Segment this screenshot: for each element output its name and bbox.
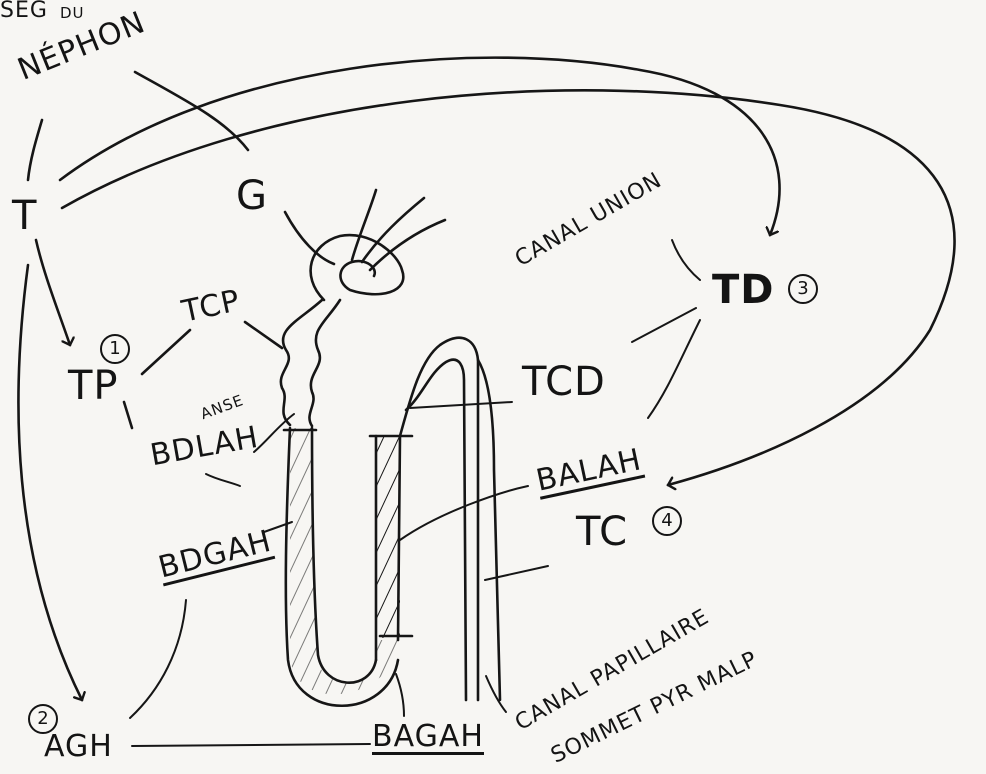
tp-down-line: [122, 400, 134, 430]
efferent-vessel: [360, 196, 426, 264]
descending-limb-inner: [310, 426, 378, 684]
label-bagah: BAGAH: [372, 719, 484, 755]
t-to-agh-arrow: [17, 263, 82, 700]
td-to-tcd-line: [631, 307, 697, 343]
afferent-vessel: [350, 188, 378, 262]
collecting-duct: [476, 358, 502, 702]
pct-inner: [308, 298, 342, 428]
agh-bagah-line: [131, 743, 371, 747]
bagah-pointer: [395, 673, 405, 717]
distal-tubule-inner: [404, 358, 468, 702]
tcp-pointer: [243, 320, 284, 350]
bdlah-pointer: [253, 413, 295, 453]
label-tcd: TCD: [522, 359, 606, 405]
pct-outer: [279, 298, 324, 427]
balah-pointer: [399, 485, 529, 541]
bdgah-pointer: [263, 521, 293, 533]
top-fragment-2: DU: [60, 4, 85, 22]
bdlah-under-1: [205, 473, 241, 487]
tc-pointer: [484, 565, 549, 581]
top-fragment: SEG: [0, 0, 48, 23]
t-to-tp-arrow: [34, 238, 70, 345]
arc-to-tc: [60, 89, 956, 485]
tcd-pointer: [409, 401, 513, 409]
descending-limb-outer: [284, 426, 400, 707]
vessel-3: [368, 218, 447, 272]
step-1-badge: 1: [100, 334, 130, 364]
bowman-capsule: [309, 233, 405, 302]
ascending-limb-right: [396, 434, 402, 642]
step-4-badge: 4: [652, 506, 682, 536]
td-to-canal-line: [671, 239, 701, 281]
tp-to-tcp-line: [140, 328, 192, 376]
label-tp: TP: [68, 363, 119, 409]
label-tc: TC: [576, 509, 629, 555]
ascending-limb-fill: [376, 436, 400, 638]
td-to-balah-line: [647, 319, 701, 419]
label-agh: AGH: [44, 729, 113, 764]
title-to-g-line: [133, 70, 250, 152]
descending-limb-fill: [289, 428, 398, 695]
label-t: T: [12, 193, 38, 239]
bdgah-to-agh-line: [129, 599, 187, 719]
label-td: TD: [712, 267, 775, 313]
arc-to-td: [58, 56, 781, 235]
t-to-title-line: [26, 118, 44, 182]
step-3-badge: 3: [788, 274, 818, 304]
step-2-badge: 2: [28, 704, 58, 734]
label-g: G: [236, 173, 268, 219]
canal-pointer: [485, 675, 507, 713]
g-pointer: [283, 210, 336, 266]
